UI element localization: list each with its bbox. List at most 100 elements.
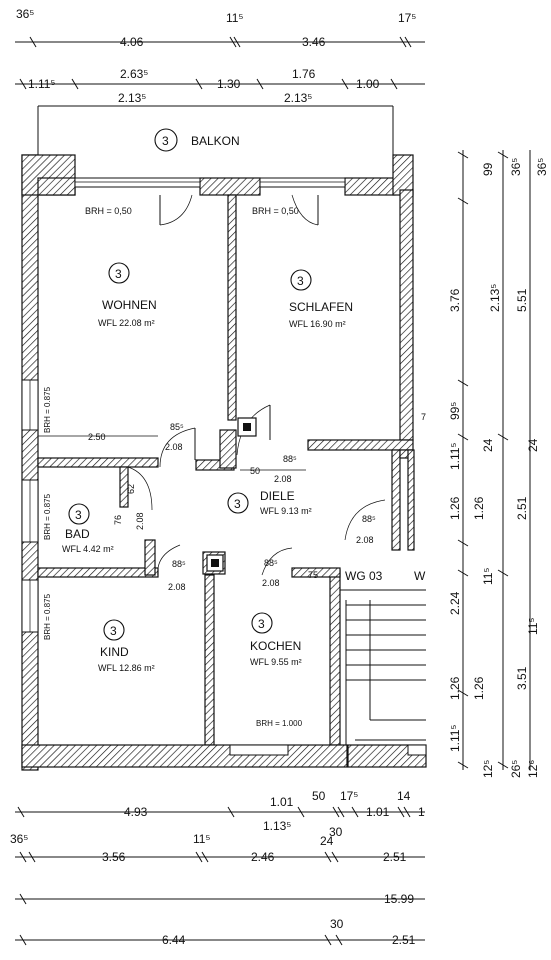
- balkon-name: BALKON: [191, 134, 240, 148]
- dim-top-130: 1.30: [217, 77, 241, 91]
- schlafen-name: SCHLAFEN: [289, 300, 353, 314]
- dim-right: 1.26: [472, 676, 486, 700]
- dim-right: 99⁵: [448, 402, 462, 420]
- wohnen-name: WOHNEN: [102, 298, 157, 312]
- dim-top-17: 17⁵: [398, 11, 416, 25]
- dim-bottom: 11⁵: [193, 832, 210, 846]
- dim-right: 5.51: [515, 288, 529, 312]
- dim-interior: 75: [308, 570, 318, 580]
- dim-bottom: 3.56: [102, 850, 126, 864]
- top-dimensions: 36⁵ 4.06 11⁵ 3.46 17⁵ 1.11⁵ 2.63⁵ 1.30 1…: [15, 7, 425, 105]
- dim-bottom: 1.13⁵: [263, 819, 291, 833]
- kochen-brh: BRH = 1.000: [256, 719, 303, 728]
- dim-bottom: 30: [329, 825, 343, 839]
- dim-top-263: 2.63⁵: [120, 67, 148, 81]
- dim-bottom: 4.93: [124, 805, 148, 819]
- room-number-badge: [290, 269, 312, 291]
- room-bad: 3 BAD WFL 4.42 m²: [62, 503, 114, 554]
- unit-label-w: W: [414, 569, 426, 583]
- dim-interior: 2.08: [274, 474, 292, 484]
- bad-num: 3: [75, 508, 82, 522]
- room-number-badge: [103, 619, 125, 641]
- dim-bottom: 30: [330, 917, 344, 931]
- dim-interior: 7: [421, 412, 426, 422]
- dim-right: 1.11⁵: [448, 725, 462, 752]
- dim-right: 24: [481, 438, 495, 452]
- diele-name: DIELE: [260, 489, 295, 503]
- kochen-area: WFL 9.55 m²: [250, 657, 302, 667]
- dim-interior: 2.08: [262, 578, 280, 588]
- dim-right: 1.26: [472, 496, 486, 520]
- dim-right: 24: [526, 438, 540, 452]
- room-diele: 3 DIELE WFL 9.13 m²: [227, 489, 312, 516]
- unit-label: WG 03: [345, 569, 383, 583]
- dim-top-11: 11⁵: [226, 11, 243, 25]
- right-dimensions: 99 3.76 99⁵ 1.11⁵ 1.26 2.24 1.26 1.11⁵ 1…: [448, 150, 549, 778]
- dim-interior: 88⁵: [172, 559, 186, 569]
- wohnen-brh: BRH = 0,50: [85, 206, 132, 216]
- dim-right: 11⁵: [526, 618, 540, 635]
- dim-bottom: 2.51: [392, 933, 416, 947]
- dim-right: 3.76: [448, 288, 462, 312]
- dim-right: 12⁶: [526, 760, 540, 778]
- kochen-name: KOCHEN: [250, 639, 301, 653]
- dim-interior: 62: [126, 484, 136, 494]
- dim-interior: 88⁵: [362, 514, 376, 524]
- dim-bottom: 14: [397, 789, 411, 803]
- dim-top-176: 1.76: [292, 67, 316, 81]
- dim-bottom: 6.44: [162, 933, 186, 947]
- schlafen-area: WFL 16.90 m²: [289, 319, 346, 329]
- dim-bottom: 1: [418, 805, 425, 819]
- dim-bottom: 36⁵: [10, 832, 28, 846]
- wohnen-num: 3: [115, 267, 122, 281]
- room-number-badge: [251, 612, 273, 634]
- dim-interior: 2.08: [165, 442, 183, 452]
- diele-area: WFL 9.13 m²: [260, 506, 312, 516]
- balkon-num: 3: [162, 134, 169, 148]
- bottom-dimensions: 4.93 1.01 50 17⁵ 1.01 14 1 1.13⁵ 36⁵ 3.5…: [10, 789, 425, 947]
- dim-top-100: 1.00: [356, 77, 380, 91]
- kind-name: KIND: [100, 645, 129, 659]
- dim-top-213b: 2.13⁵: [284, 91, 312, 105]
- dim-bottom: 1.01: [270, 795, 294, 809]
- dim-right: 3.51: [515, 666, 529, 690]
- dim-bottom: 2.46: [251, 850, 275, 864]
- dim-right: 11⁵: [481, 568, 495, 585]
- room-number-badge: [227, 492, 249, 514]
- balcony: 3 BALKON: [37, 105, 394, 160]
- bad-name: BAD: [65, 527, 90, 541]
- dim-bottom: 24: [320, 834, 334, 848]
- dim-interior: 2.08: [356, 535, 374, 545]
- interior-dimensions: 2.50 85⁵ 2.08 88⁵ 2.08 50 62 76 2.08 88⁵…: [38, 412, 426, 592]
- wohnen-area: WFL 22.08 m²: [98, 318, 155, 328]
- diele-num: 3: [234, 497, 241, 511]
- room-number-badge: [108, 262, 130, 284]
- dim-bottom: 50: [312, 789, 326, 803]
- dim-interior: 50: [250, 466, 260, 476]
- dim-right: 1.11⁵: [448, 443, 462, 470]
- dim-interior: 2.08: [168, 582, 186, 592]
- dim-top-406: 4.06: [120, 35, 144, 49]
- dim-interior: 88⁵: [283, 454, 297, 464]
- room-kochen: 3 KOCHEN WFL 9.55 m² BRH = 1.000: [250, 612, 303, 728]
- kind-num: 3: [110, 624, 117, 638]
- dim-right: 99: [481, 162, 495, 176]
- dim-right: 36⁵: [535, 158, 549, 176]
- schlafen-num: 3: [297, 274, 304, 288]
- dim-right: 26⁵: [509, 760, 523, 778]
- doors: [127, 194, 386, 578]
- room-wohnen: BRH = 0,50 3 WOHNEN WFL 22.08 m²: [85, 206, 157, 328]
- dim-bottom-total: 15.99: [384, 892, 414, 906]
- kochen-num: 3: [258, 617, 265, 631]
- room-schlafen: BRH = 0,50 3 SCHLAFEN WFL 16.90 m²: [252, 206, 353, 329]
- dim-interior: 76: [113, 515, 123, 525]
- dim-right: 1.26: [448, 676, 462, 700]
- dim-right: 36⁵: [509, 158, 523, 176]
- dim-bottom: 2.51: [383, 850, 407, 864]
- dim-right: 2.13⁵: [488, 284, 502, 312]
- dim-interior: 85⁵: [170, 422, 184, 432]
- brh-label: BRH = 0.875: [43, 593, 52, 640]
- dim-bottom: 1.01: [366, 805, 390, 819]
- schlafen-brh: BRH = 0,50: [252, 206, 299, 216]
